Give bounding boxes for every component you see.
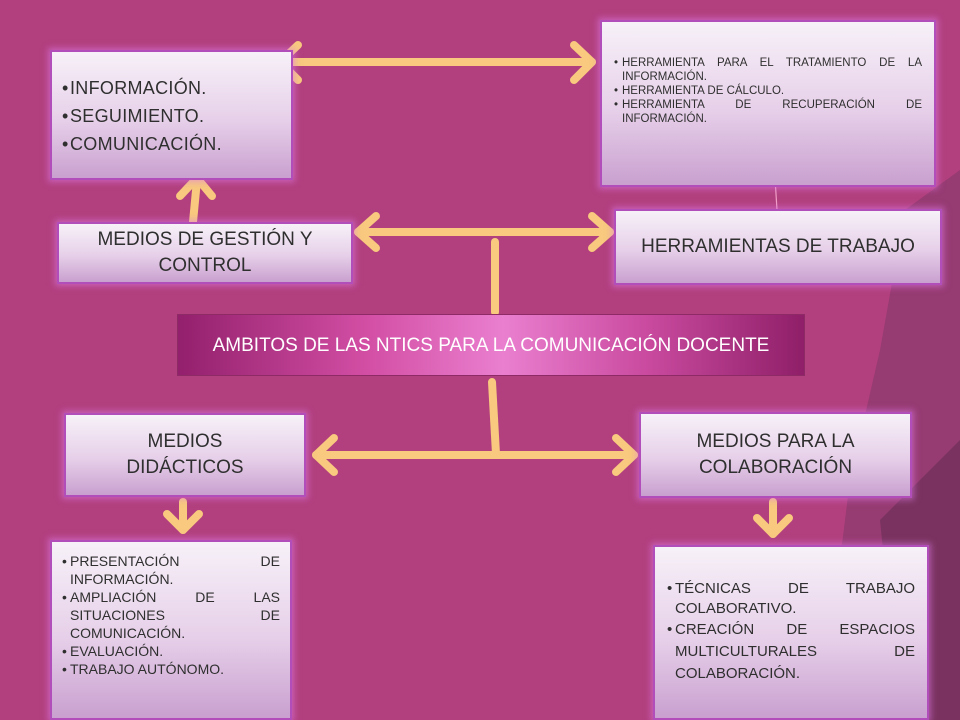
info-list-item: SEGUIMIENTO. xyxy=(62,102,281,130)
didacticos-box: MEDIOS DIDÁCTICOS xyxy=(64,413,306,497)
herramientas-label: HERRAMIENTAS DE TRABAJO xyxy=(641,236,915,257)
didacticos-label: MEDIOS DIDÁCTICOS xyxy=(126,431,244,478)
colaboracion-box: MEDIOS PARA LA COLABORACIÓN xyxy=(639,412,912,498)
colaboracion-label: MEDIOS PARA LA COLABORACIÓN xyxy=(696,431,855,478)
didactic-list-item: TRABAJO AUTÓNOMO. xyxy=(62,660,280,678)
info-list-box: INFORMACIÓN. SEGUIMIENTO. COMUNICACIÓN. xyxy=(50,50,293,180)
didactic-list-item: PRESENTACIÓN DE INFORMACIÓN. xyxy=(62,552,280,588)
tools-list-box: HERRAMIENTA PARA EL TRATAMIENTO DE LA IN… xyxy=(600,20,936,187)
gestion-box: MEDIOS DE GESTIÓN Y CONTROL xyxy=(57,222,353,284)
central-topic-label: AMBITOS DE LAS NTICS PARA LA COMUNICACIÓ… xyxy=(212,334,770,356)
collab-list-box: TÉCNICAS DE TRABAJO COLABORATIVO. CREACI… xyxy=(653,545,929,720)
info-list-item: INFORMACIÓN. xyxy=(62,74,281,102)
collab-list-item: TÉCNICAS DE TRABAJO COLABORATIVO. xyxy=(667,579,915,619)
didactic-list-box: PRESENTACIÓN DE INFORMACIÓN. AMPLIACIÓN … xyxy=(50,540,292,720)
tools-list-item: HERRAMIENTA PARA EL TRATAMIENTO DE LA IN… xyxy=(614,56,922,84)
tools-list: HERRAMIENTA PARA EL TRATAMIENTO DE LA IN… xyxy=(614,56,922,126)
didactic-list: PRESENTACIÓN DE INFORMACIÓN. AMPLIACIÓN … xyxy=(62,552,280,678)
info-list-item: COMUNICACIÓN. xyxy=(62,130,281,158)
tools-list-item: HERRAMIENTA DE RECUPERACIÓN DE INFORMACI… xyxy=(614,98,922,126)
gestion-label: MEDIOS DE GESTIÓN Y CONTROL xyxy=(97,229,313,276)
collab-list: TÉCNICAS DE TRABAJO COLABORATIVO. CREACI… xyxy=(667,579,915,685)
herramientas-box: HERRAMIENTAS DE TRABAJO xyxy=(614,209,942,285)
collab-list-item: CREACIÓN DE ESPACIOS MULTICULTURALES DE … xyxy=(667,619,915,685)
central-topic-box: AMBITOS DE LAS NTICS PARA LA COMUNICACIÓ… xyxy=(177,314,805,376)
tools-list-item: HERRAMIENTA DE CÁLCULO. xyxy=(614,84,922,98)
didactic-list-item: AMPLIACIÓN DE LAS SITUACIONES DE COMUNIC… xyxy=(62,588,280,642)
didactic-list-item: EVALUACIÓN. xyxy=(62,642,280,660)
info-list: INFORMACIÓN. SEGUIMIENTO. COMUNICACIÓN. xyxy=(62,74,281,158)
